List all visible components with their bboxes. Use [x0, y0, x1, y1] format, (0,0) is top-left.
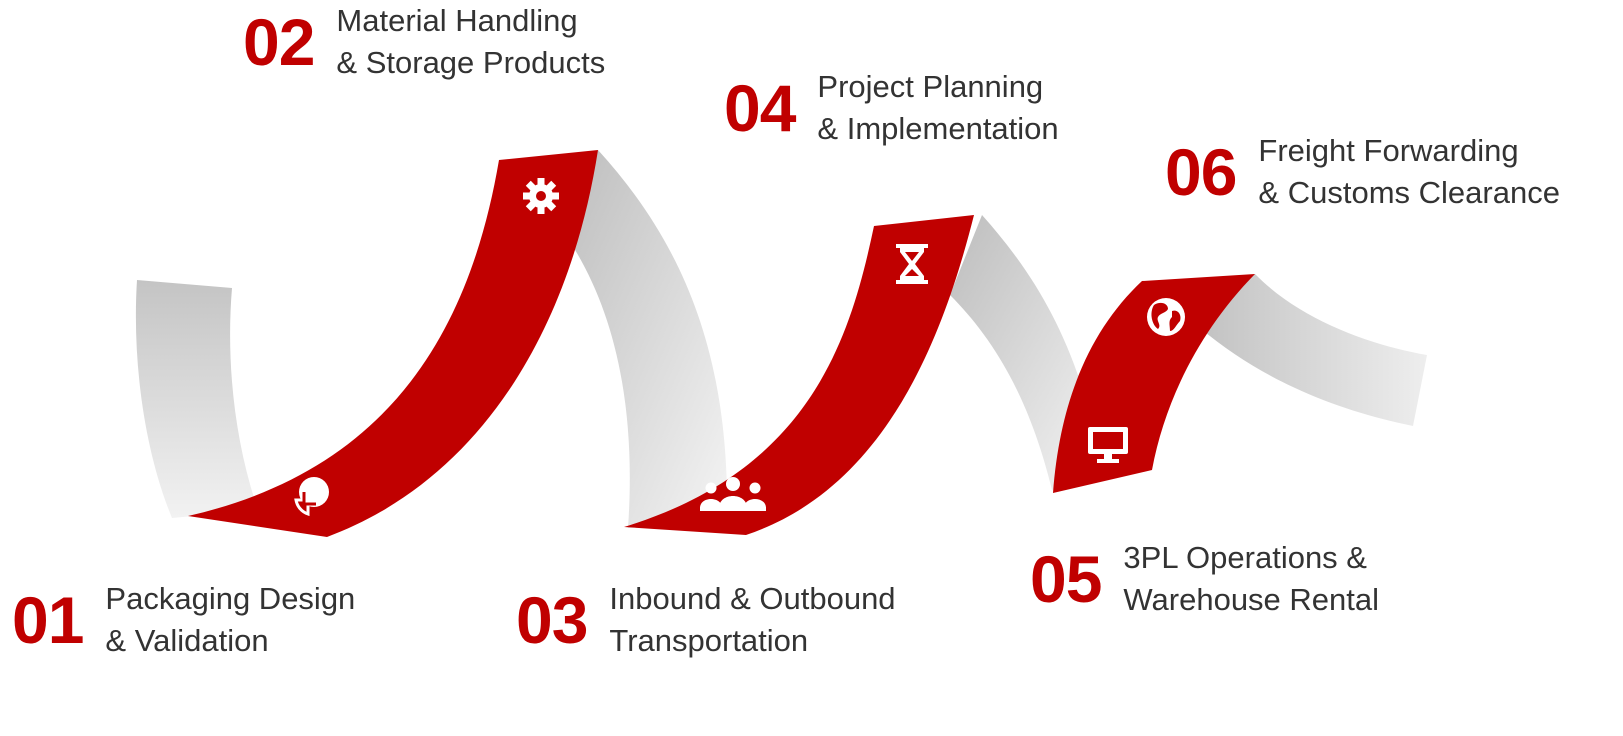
step-label-line-1: Inbound & Outbound — [609, 581, 896, 616]
step-01: 01 Packaging Design & Validation — [12, 578, 355, 662]
step-label-line-1: Freight Forwarding — [1258, 133, 1519, 168]
ribbon-back-segment-4 — [1200, 274, 1427, 426]
pie-chart-icon — [294, 477, 329, 517]
step-number: 04 — [724, 71, 796, 145]
step-label-line-1: Project Planning — [817, 69, 1044, 104]
step-number: 06 — [1165, 135, 1237, 209]
step-label-line-2: Transportation — [609, 623, 809, 658]
step-label: Freight Forwarding & Customs Clearance — [1258, 130, 1560, 214]
step-label-line-1: Material Handling — [336, 3, 578, 38]
monitor-icon — [1088, 427, 1128, 463]
step-label: Material Handling & Storage Products — [336, 0, 605, 84]
step-label-line-2: & Validation — [105, 623, 269, 658]
step-number: 02 — [243, 5, 315, 79]
ribbon-red-segment-1 — [188, 150, 598, 537]
step-06: 06 Freight Forwarding & Customs Clearanc… — [1165, 130, 1560, 214]
ribbon-back-segment-1 — [135, 280, 258, 518]
globe-icon — [1147, 298, 1185, 336]
step-label-line-2: Warehouse Rental — [1123, 582, 1380, 617]
step-label-line-2: & Customs Clearance — [1258, 175, 1560, 210]
step-label: 3PL Operations & Warehouse Rental — [1123, 537, 1379, 621]
step-label-line-2: & Storage Products — [336, 45, 606, 80]
step-label-line-2: & Implementation — [817, 111, 1059, 146]
step-label-line-1: Packaging Design — [105, 581, 356, 616]
team-icon — [700, 477, 766, 511]
step-02: 02 Material Handling & Storage Products — [243, 0, 605, 84]
hourglass-icon — [896, 244, 928, 284]
step-label: Project Planning & Implementation — [817, 66, 1058, 150]
step-label: Inbound & Outbound Transportation — [609, 578, 895, 662]
step-04: 04 Project Planning & Implementation — [724, 66, 1059, 150]
step-number: 05 — [1030, 542, 1102, 616]
step-03: 03 Inbound & Outbound Transportation — [516, 578, 896, 662]
ribbon-back-segment-2 — [562, 150, 728, 528]
step-number: 01 — [12, 583, 84, 657]
ribbon-red-segment-2 — [624, 215, 974, 535]
step-05: 05 3PL Operations & Warehouse Rental — [1030, 537, 1379, 621]
step-label-line-1: 3PL Operations & — [1123, 540, 1367, 575]
gear-icon — [523, 178, 559, 214]
step-label: Packaging Design & Validation — [105, 578, 355, 662]
step-number: 03 — [516, 583, 588, 657]
